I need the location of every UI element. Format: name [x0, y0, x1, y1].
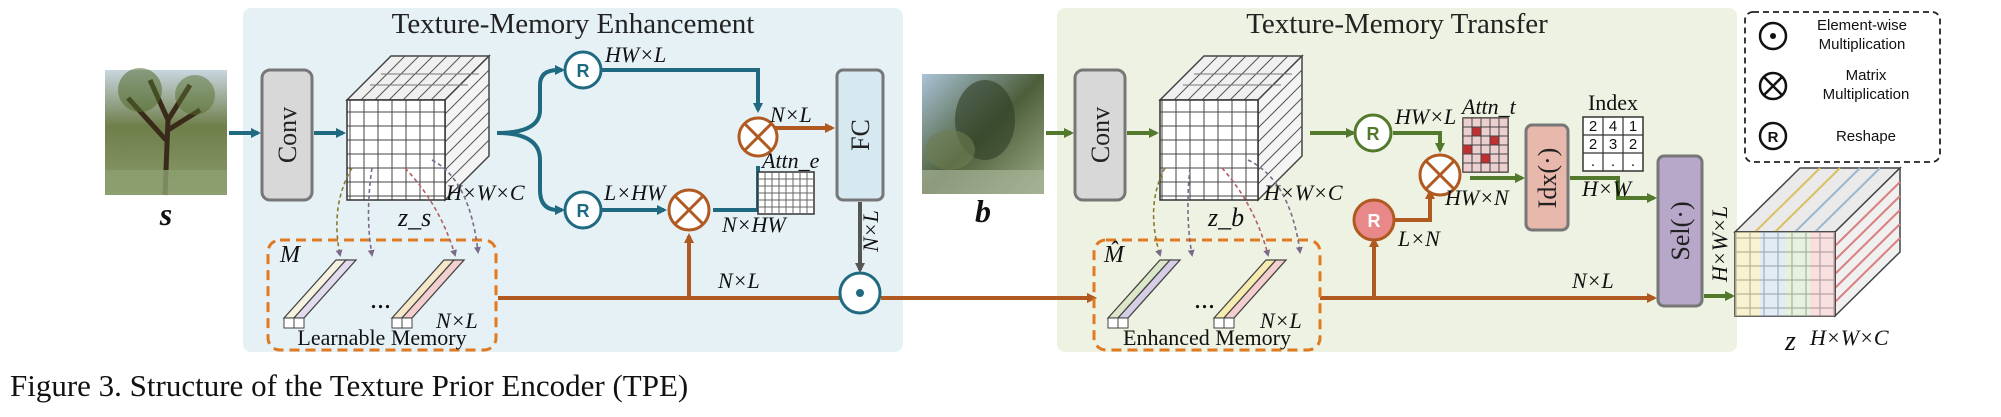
label-hwl-right: HW×L [1394, 104, 1456, 129]
conv-block-left [260, 68, 314, 202]
label-hwn: HW×N [1444, 185, 1510, 210]
svg-text:.: . [1631, 153, 1635, 170]
legend-matrix-line1: Matrix [1846, 67, 1887, 84]
memory-slots-right [1106, 259, 1288, 329]
svg-text:.: . [1591, 153, 1595, 170]
label-hwc-right: H×W×C [1263, 180, 1343, 205]
elementwise-icon [838, 271, 882, 315]
label-nl-fc: N×L [858, 210, 883, 253]
label-hwc-out: H×W×C [1809, 325, 1889, 350]
enhanced-memory-label: Enhanced Memory [1123, 325, 1291, 350]
legend-matrix-line2: Multiplication [1823, 86, 1910, 103]
label-nl-right: N×L [1571, 268, 1614, 293]
label-memory-m-hat: M̂ [1103, 241, 1126, 268]
label-nhw: N×HW [721, 212, 787, 237]
idx-label: Idx(·) [1533, 148, 1562, 209]
input-image-b [922, 74, 1044, 194]
svg-text:R: R [1368, 211, 1381, 231]
reshape-icon-left-bottom: R [563, 190, 603, 230]
reshape-icon-right-top: R [1353, 113, 1393, 153]
reshape-icon-left-top: R [563, 50, 603, 90]
label-zs: z_s [397, 203, 431, 232]
index-grid: 2 4 1 2 3 2 . . . [1582, 116, 1644, 172]
label-attn-t: Attn_t [1460, 94, 1517, 119]
label-nl-mid: N×L [717, 268, 760, 293]
label-b: b [975, 193, 991, 229]
label-hwc-left: H×W×C [445, 180, 525, 205]
label-zb: z_b [1207, 203, 1244, 232]
conv-label-right: Conv [1086, 107, 1115, 163]
legend-box [1744, 11, 1941, 163]
svg-text:R: R [1768, 129, 1779, 146]
label-lxn: L×N [1397, 226, 1441, 251]
label-nl-top: N×L [769, 102, 812, 127]
learnable-memory-label: Learnable Memory [297, 325, 466, 350]
legend-reshape-label: Reshape [1836, 128, 1896, 145]
svg-text:.: . [1611, 153, 1615, 170]
svg-text:R: R [577, 201, 590, 221]
label-memory-m: M [279, 242, 302, 268]
output-cube-z [1733, 166, 1902, 318]
svg-text:3: 3 [1609, 136, 1617, 153]
attn-t-grid [1462, 117, 1509, 173]
figure-caption: Figure 3. Structure of the Texture Prior… [10, 368, 689, 403]
label-hw: H×W [1581, 176, 1633, 201]
label-attn-e: Attn_e [760, 148, 820, 173]
label-s: s [159, 196, 172, 232]
svg-text:2: 2 [1629, 136, 1637, 153]
conv-block-right [1073, 68, 1127, 202]
label-lhw: L×HW [603, 180, 667, 205]
attn-e-grid [757, 171, 815, 215]
label-hwl-left: HW×L [604, 42, 666, 67]
learnable-memory-box [266, 238, 498, 352]
input-image-s [105, 68, 227, 196]
legend-elementwise-line2: Multiplication [1819, 36, 1906, 53]
right-panel-title: Texture-Memory Transfer [1246, 8, 1548, 40]
conv-label-left: Conv [273, 107, 302, 163]
legend-matrix-icon [1758, 71, 1788, 101]
left-panel-title: Texture-Memory Enhancement [392, 8, 755, 40]
label-z-out: z [1784, 326, 1796, 357]
legend-reshape-icon: R [1758, 121, 1788, 151]
dots-left: ... [370, 284, 391, 315]
svg-text:4: 4 [1609, 118, 1617, 135]
label-nl-memory-right: N×L [1259, 308, 1302, 333]
fc-label: FC [846, 119, 875, 151]
matmul-icon-bottom [667, 188, 711, 232]
fc-block [835, 68, 885, 202]
svg-text:R: R [577, 61, 590, 81]
legend-elementwise-icon [1758, 21, 1788, 51]
reshape-icon-right-bottom: R [1352, 198, 1396, 242]
memory-slots-left [282, 259, 466, 329]
matmul-icon-top [737, 116, 779, 158]
idx-block [1524, 123, 1570, 232]
feature-cube-zb [1158, 54, 1304, 202]
enhanced-memory-box [1092, 238, 1322, 352]
label-index: Index [1588, 90, 1638, 115]
label-nl-memory-left: N×L [435, 308, 478, 333]
svg-text:2: 2 [1589, 118, 1597, 135]
legend-elementwise-line1: Element-wise [1817, 17, 1907, 34]
sel-label: Sel(·) [1666, 201, 1695, 260]
svg-text:1: 1 [1629, 118, 1637, 135]
right-panel [1057, 8, 1737, 352]
svg-text:R: R [1367, 124, 1380, 144]
dots-right: ... [1194, 284, 1215, 315]
label-hwl-sel: H×W×L [1707, 206, 1732, 283]
matmul-icon-right [1418, 153, 1462, 197]
svg-text:2: 2 [1589, 136, 1597, 153]
feature-cube-zs [345, 54, 491, 202]
sel-block [1656, 154, 1704, 308]
